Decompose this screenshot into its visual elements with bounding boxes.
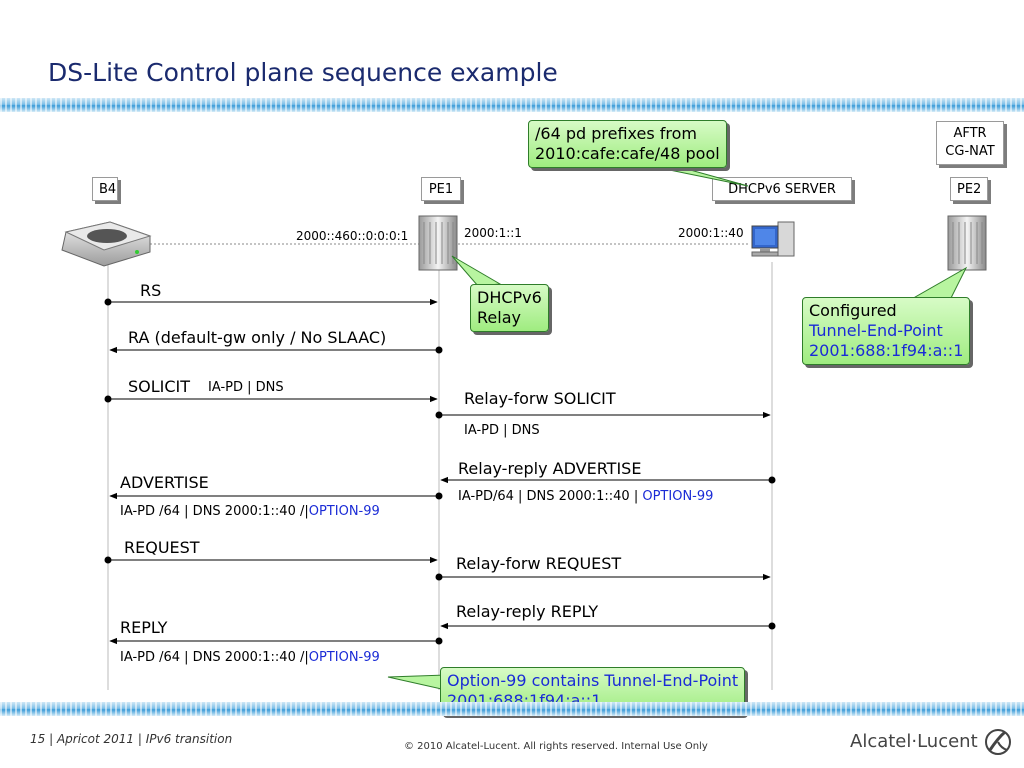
callout-configured-line2: Tunnel-End-Point [809, 321, 943, 340]
callout-prefix-line2: 2010:cafe:cafe/48 pool [535, 144, 720, 163]
callout-configured-line3: 2001:688:1f94:a::1 [809, 341, 964, 360]
advertise-params: IA-PD /64 | DNS 2000:1::40 /| [120, 504, 309, 519]
relay-reply-advertise-params: IA-PD/64 | DNS 2000:1::40 | [458, 489, 643, 504]
cpe-device-icon [61, 221, 152, 267]
address-server: 2000:1::40 [678, 226, 744, 240]
alcatel-lucent-logo-icon [985, 729, 1012, 755]
callout-prefix-pool: /64 pd prefixes from 2010:cafe:cafe/48 p… [528, 120, 727, 168]
footer-slide-info: 15 | Apricot 2011 | IPv6 transition [30, 732, 233, 746]
dhcp-server-computer-icon [751, 221, 795, 257]
arrow-solicit [104, 395, 438, 403]
callout-dhcpv6-relay: DHCPv6 Relay [470, 284, 549, 332]
header-band [0, 98, 1024, 112]
callout-tail-prefix [649, 165, 749, 187]
footer-copyright: © 2010 Alcatel-Lucent. All rights reserv… [404, 741, 708, 752]
callout-tail-option99 [387, 674, 447, 691]
msg-solicit: SOLICIT [128, 377, 191, 396]
logo-text: Alcatel·Lucent [850, 731, 978, 752]
advertise-option99: OPTION-99 [308, 504, 380, 519]
msg-request: REQUEST [124, 538, 200, 557]
arrow-relay-forw-solicit [435, 411, 771, 419]
callout-prefix-line1: /64 pd prefixes from [535, 124, 698, 143]
relay-reply-advertise-option99: OPTION-99 [642, 489, 714, 504]
arrow-ra [109, 346, 443, 354]
msg-advertise-sub: IA-PD /64 | DNS 2000:1::40 /|OPTION-99 [120, 504, 380, 519]
page-title: DS-Lite Control plane sequence example [48, 58, 558, 87]
arrow-rs [104, 298, 438, 306]
alcatel-lucent-logo: Alcatel·Lucent [850, 728, 1013, 756]
reply-option99: OPTION-99 [308, 650, 380, 665]
msg-reply: REPLY [120, 618, 168, 637]
msg-advertise: ADVERTISE [120, 473, 209, 492]
arrow-relay-reply-reply [440, 622, 776, 630]
msg-relay-forw-solicit-sub: IA-PD | DNS [464, 423, 540, 438]
msg-solicit-sub: IA-PD | DNS [208, 380, 284, 395]
msg-reply-sub: IA-PD /64 | DNS 2000:1::40 /|OPTION-99 [120, 650, 380, 665]
node-label-aftr: AFTR CG-NAT [936, 121, 1004, 165]
reply-params: IA-PD /64 | DNS 2000:1::40 /| [120, 650, 309, 665]
msg-relay-forw-solicit: Relay-forw SOLICIT [464, 389, 616, 408]
callout-configured-line1: Configured [809, 301, 897, 320]
arrow-relay-forw-request [435, 573, 771, 581]
callout-relay-line1: DHCPv6 [477, 288, 542, 307]
arrow-relay-reply-advertise [440, 476, 776, 484]
pe1-router-icon [418, 215, 458, 271]
msg-relay-forw-request: Relay-forw REQUEST [456, 554, 622, 573]
msg-ra: RA (default-gw only / No SLAAC) [128, 328, 387, 347]
msg-relay-reply-advertise-sub: IA-PD/64 | DNS 2000:1::40 | OPTION-99 [458, 489, 713, 504]
callout-option99-line1: Option-99 contains Tunnel-End-Point [447, 671, 739, 690]
footer-band [0, 702, 1024, 716]
callout-relay-line2: Relay [477, 308, 521, 327]
address-b4-pe1: 2000::460::0:0:0:1 [296, 229, 409, 243]
callout-tail-relay [451, 255, 502, 287]
node-label-pe2: PE2 [950, 177, 988, 201]
node-label-pe1: PE1 [421, 177, 461, 201]
address-pe1-right: 2000:1::1 [464, 226, 522, 240]
node-label-dhcp-server: DHCPv6 SERVER [712, 177, 852, 201]
msg-relay-reply-reply: Relay-reply REPLY [456, 602, 599, 621]
aftr-line1: AFTR [953, 126, 987, 141]
msg-relay-reply-advertise: Relay-reply ADVERTISE [458, 459, 642, 478]
arrow-advertise [109, 492, 443, 500]
aftr-line2: CG-NAT [945, 144, 995, 159]
callout-tail-configured [908, 266, 968, 301]
callout-configured-tep: Configured Tunnel-End-Point 2001:688:1f9… [802, 297, 971, 365]
msg-rs: RS [140, 281, 162, 300]
arrow-request [104, 556, 438, 564]
arrow-reply [109, 637, 443, 645]
node-label-b4: B4 [92, 177, 118, 201]
pe2-router-icon [947, 215, 987, 271]
